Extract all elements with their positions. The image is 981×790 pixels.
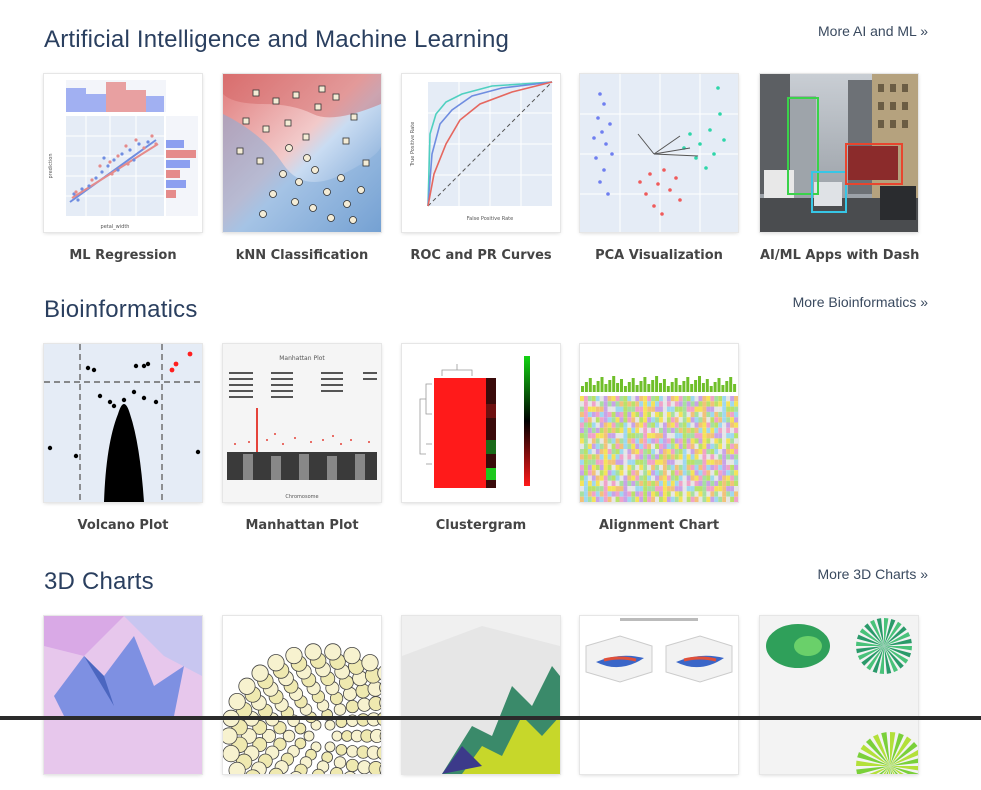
more-bioinformatics-link[interactable]: More Bioinformatics » (792, 294, 928, 310)
section-title: Bioinformatics (44, 296, 198, 323)
card-alignment-chart[interactable]: Alignment Chart (580, 344, 738, 533)
knn-classification-thumbnail[interactable] (223, 74, 381, 232)
card-label[interactable]: ML Regression (69, 248, 177, 263)
card-volcano-plot[interactable]: Volcano Plot (44, 344, 202, 533)
card-3d-surface-mesh[interactable] (44, 616, 202, 790)
manhattan-plot-thumbnail[interactable]: Manhattan Plot (223, 344, 381, 502)
more-ai-ml-link[interactable]: More AI and ML » (818, 23, 928, 39)
3d-sphere-thumbnail[interactable] (223, 616, 381, 774)
volcano-plot-thumbnail[interactable] (44, 344, 202, 502)
roc-pr-curves-thumbnail[interactable]: False Positive Rate True Positive Rate (402, 74, 560, 232)
ai-ml-apps-dash-thumbnail[interactable] (760, 74, 918, 232)
card-manhattan-plot[interactable]: Manhattan Plot (223, 344, 381, 533)
card-ai-ml-apps-dash[interactable]: AI/ML Apps with Dash (760, 74, 920, 263)
card-label[interactable]: Clustergram (435, 518, 527, 533)
card-roc-pr-curves[interactable]: False Positive Rate True Positive Rate R… (402, 74, 560, 263)
card-3d-sphere-scatter[interactable] (223, 616, 381, 790)
bottom-edge-bar (0, 716, 981, 720)
card-3d-subplots[interactable] (580, 616, 738, 790)
3d-polar-thumbnail[interactable] (760, 616, 918, 774)
card-label[interactable]: Alignment Chart (598, 518, 720, 533)
card-label[interactable]: Volcano Plot (77, 518, 169, 533)
roc-xlabel: False Positive Rate (467, 216, 513, 222)
ml-regression-thumbnail[interactable]: petal_width prediction (44, 74, 202, 232)
card-3d-surface-plot[interactable] (402, 616, 560, 790)
card-3d-polar-shapes[interactable] (760, 616, 918, 790)
section-title: Artificial Intelligence and Machine Lear… (44, 26, 510, 53)
3d-subplots-thumbnail[interactable] (580, 616, 738, 774)
3d-surface-thumbnail[interactable] (402, 616, 560, 774)
3d-mesh-thumbnail[interactable] (44, 616, 202, 774)
pca-visualization-thumbnail[interactable] (580, 74, 738, 232)
card-clustergram[interactable]: Clustergram (402, 344, 560, 533)
manhattan-title: Manhattan Plot (279, 355, 325, 362)
clustergram-thumbnail[interactable] (402, 344, 560, 502)
card-label[interactable]: ROC and PR Curves (410, 248, 552, 263)
card-label[interactable]: PCA Visualization (595, 248, 723, 263)
manhattan-xlabel: Chromosome (285, 494, 318, 500)
card-knn-classification[interactable]: kNN Classification (223, 74, 381, 263)
card-pca-visualization[interactable]: PCA Visualization (580, 74, 738, 263)
card-label[interactable]: kNN Classification (235, 248, 369, 263)
card-label[interactable]: Manhattan Plot (245, 518, 359, 533)
more-3d-charts-link[interactable]: More 3D Charts » (817, 566, 928, 582)
card-ml-regression[interactable]: petal_width prediction ML Regression (44, 74, 202, 263)
alignment-chart-thumbnail[interactable] (580, 344, 738, 502)
ml-ylabel: prediction (48, 153, 54, 178)
section-title: 3D Charts (44, 568, 154, 595)
roc-ylabel: True Positive Rate (410, 122, 416, 168)
card-label[interactable]: AI/ML Apps with Dash (760, 248, 920, 263)
ml-xlabel: petal_width (101, 224, 130, 230)
